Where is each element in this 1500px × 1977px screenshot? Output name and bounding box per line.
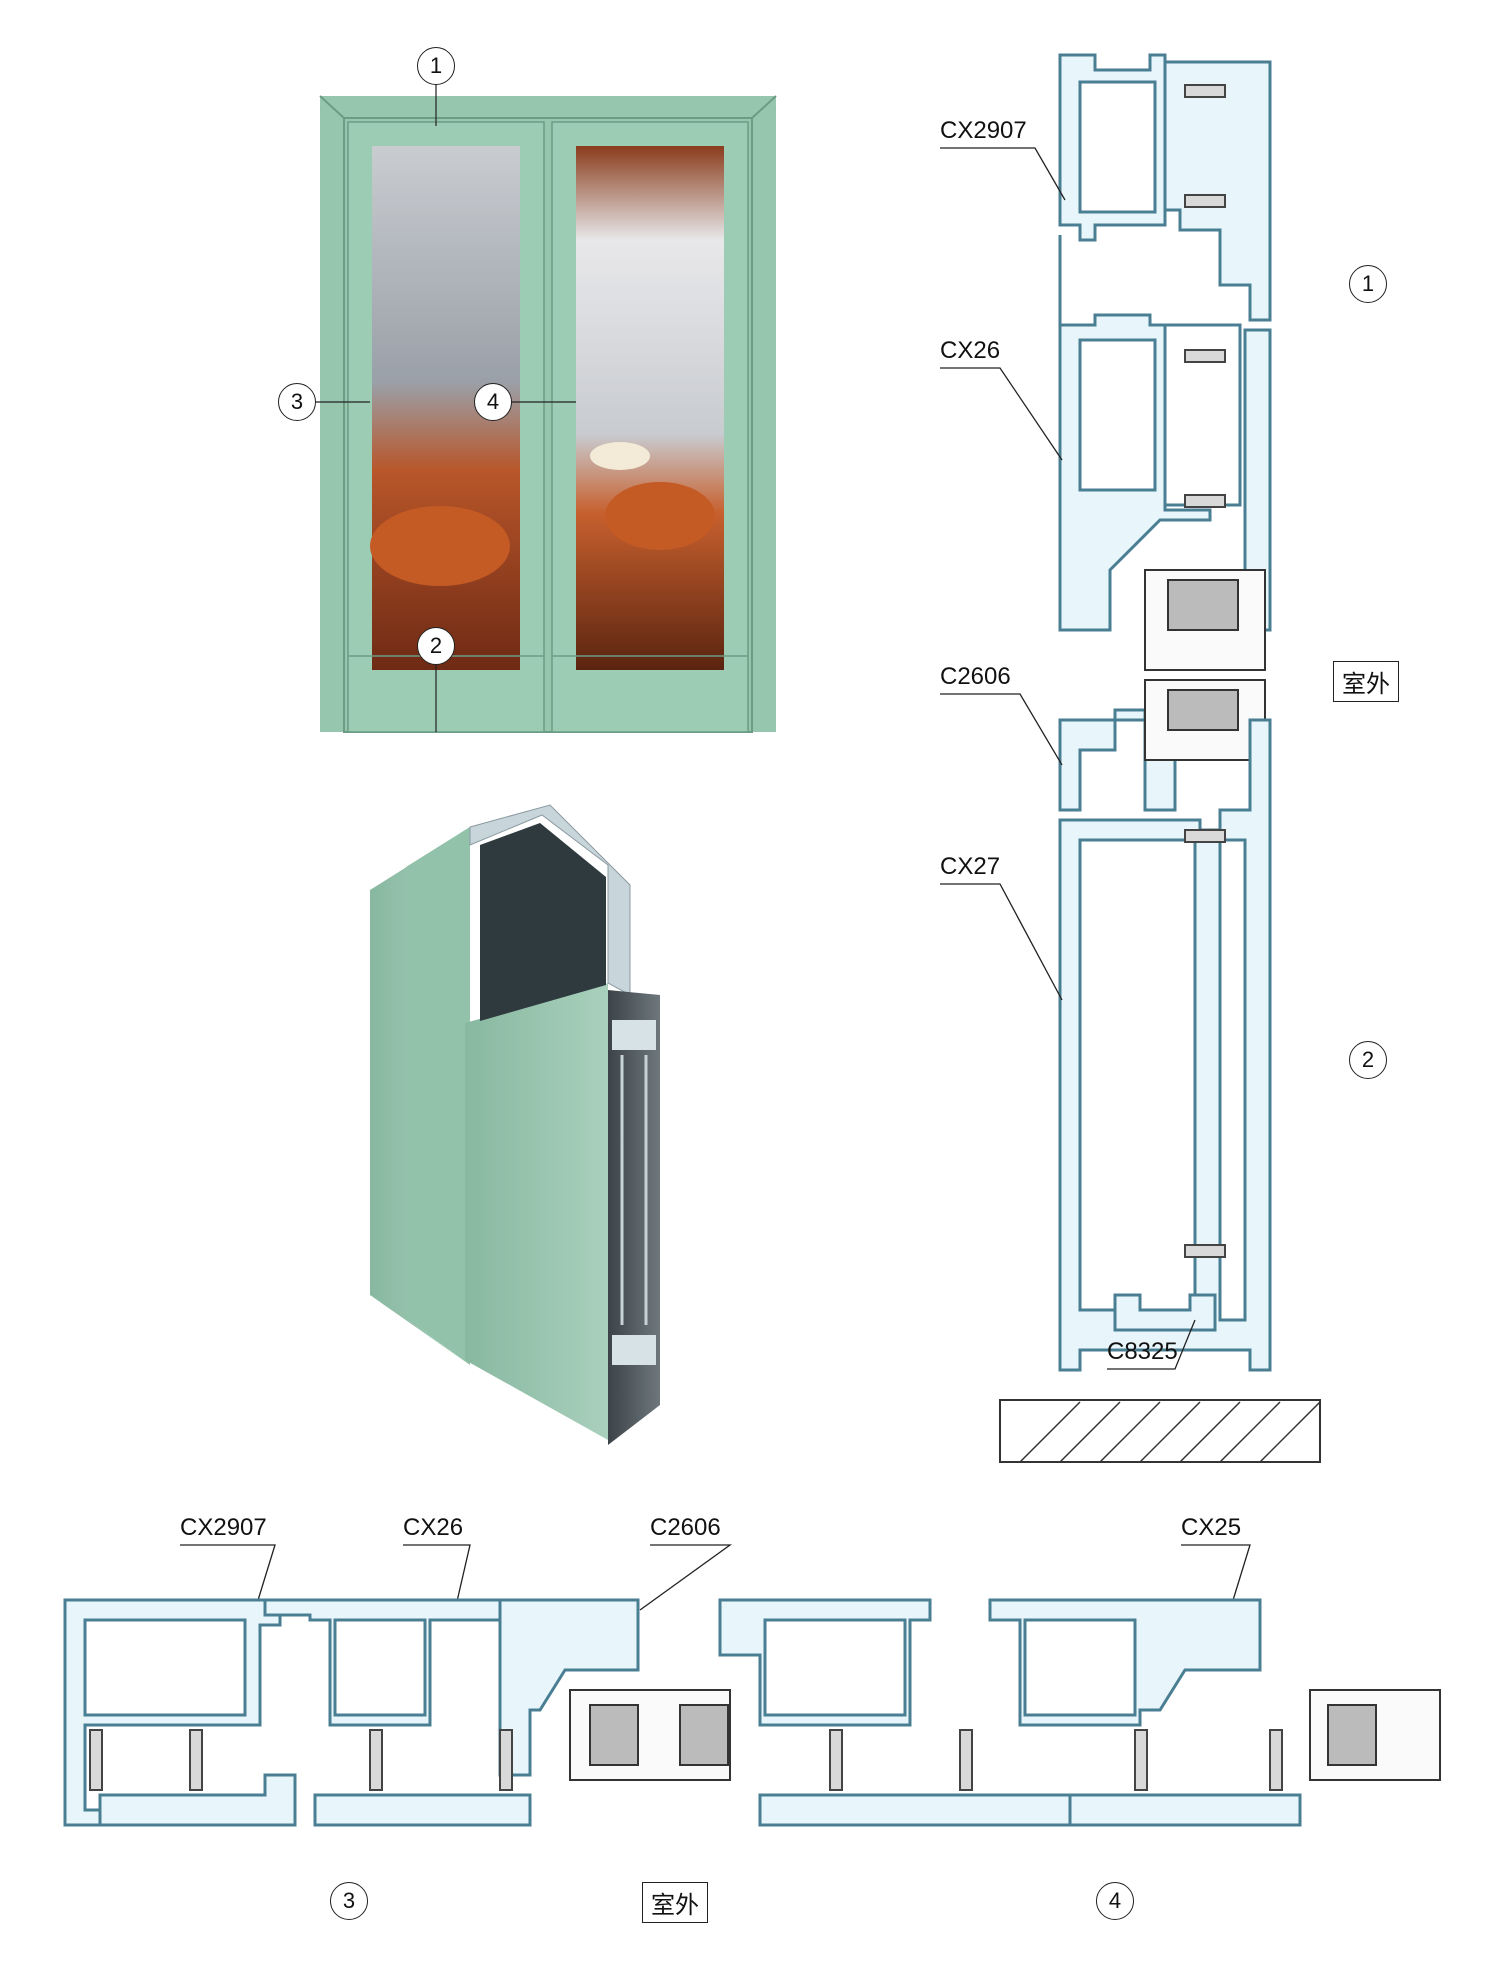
- label-c8325-vertical: C8325: [1107, 1338, 1178, 1365]
- label-cx27-vertical: CX27: [940, 853, 1001, 880]
- callout-2-elevation: 2: [417, 627, 455, 665]
- vertical-section-svg: [999, 53, 1321, 1463]
- label-c2606-horizontal: C2606: [650, 1514, 721, 1541]
- label-cx2907-vertical: CX2907: [940, 117, 1027, 144]
- profile-c8325: [1113, 1293, 1217, 1332]
- label-c2606-vertical: C2606: [940, 663, 1011, 690]
- horizontal-section: [60, 1595, 1441, 1835]
- label-cx25-horizontal: CX25: [1181, 1514, 1242, 1541]
- label-cx26-horizontal: CX26: [403, 1514, 464, 1541]
- profile-3d-render: [370, 804, 730, 1445]
- callout-2-vertical: 2: [1349, 1041, 1387, 1079]
- glass-frame: [469, 804, 631, 996]
- callout-1-vertical: 1: [1349, 265, 1387, 303]
- callout-1-elevation: 1: [417, 47, 455, 85]
- label-cx2907-horizontal: CX2907: [180, 1514, 267, 1541]
- right-glass: [576, 146, 724, 670]
- front-panel: [465, 983, 608, 1440]
- callout-3-elevation: 3: [278, 383, 316, 421]
- callout-4-elevation: 4: [474, 383, 512, 421]
- outdoor-label-horizontal: 室外: [642, 1882, 708, 1923]
- profile-3d-svg: [370, 804, 660, 1445]
- callout-4-horizontal: 4: [1096, 1882, 1134, 1920]
- outdoor-label-vertical: 室外: [1333, 661, 1399, 702]
- callout-3-horizontal: 3: [330, 1882, 368, 1920]
- vertical-section: [999, 50, 1340, 1470]
- horizontal-section-svg: [63, 1598, 1441, 1827]
- label-cx26-vertical: CX26: [940, 337, 1001, 364]
